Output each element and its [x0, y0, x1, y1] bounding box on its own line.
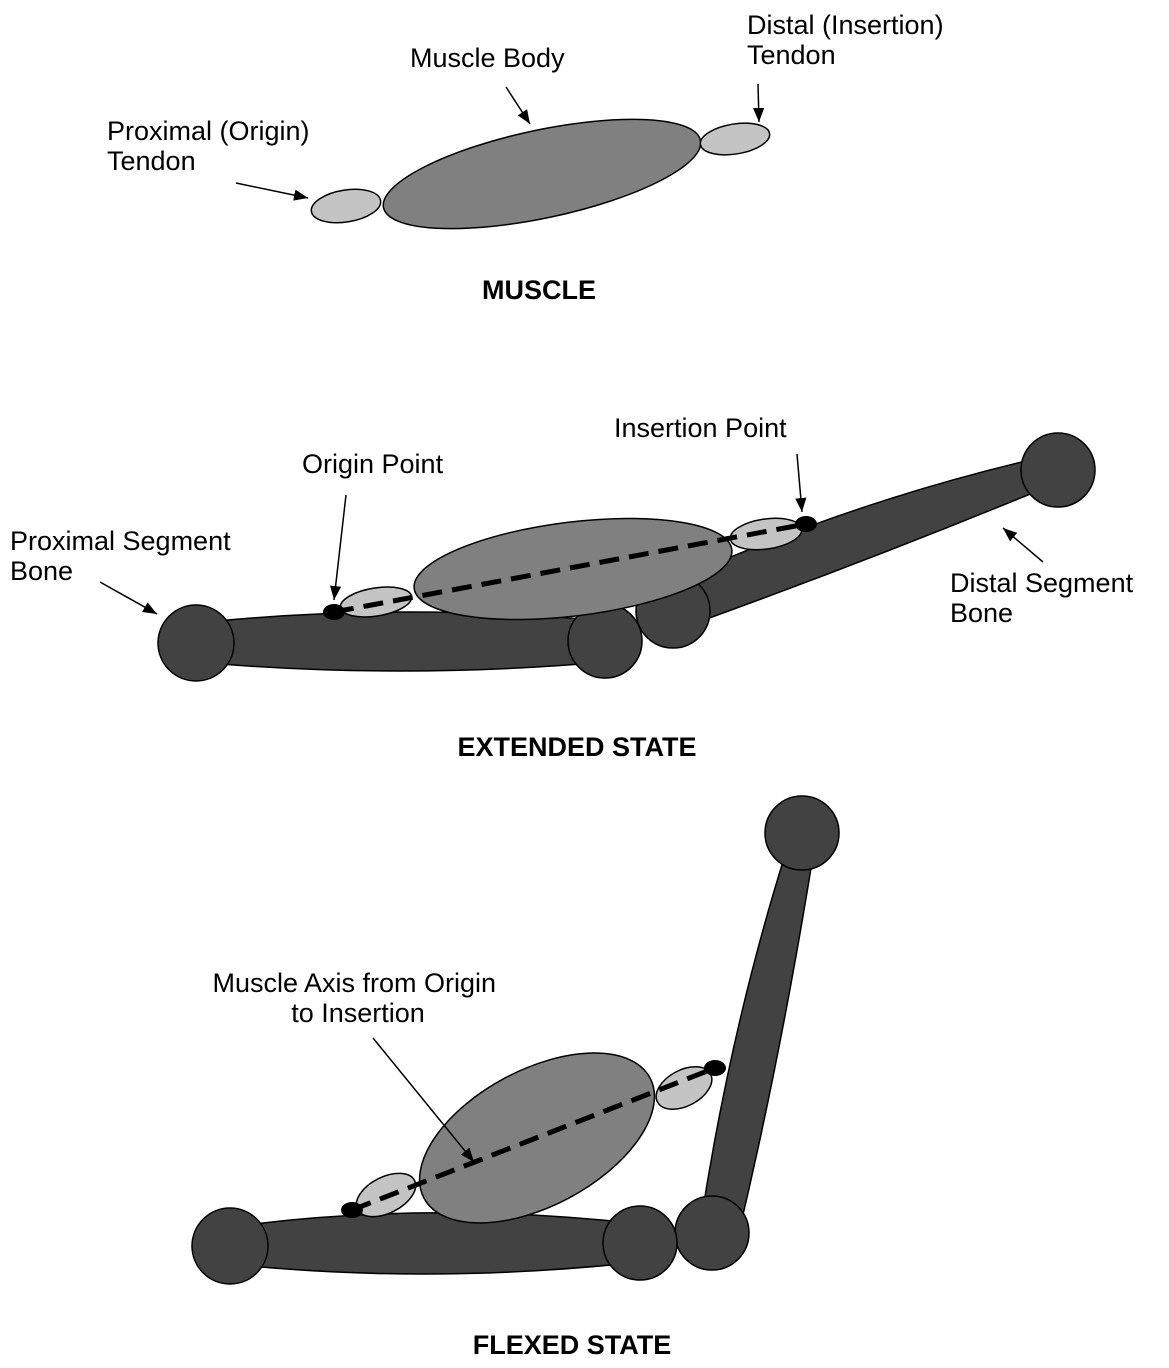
muscle-body-arrow [506, 87, 530, 124]
proximal-tendon-arrow [236, 183, 308, 198]
origin-point-label: Origin Point [302, 449, 444, 479]
insertion-point-label: Insertion Point [614, 413, 787, 443]
distal-bone-arrow [1003, 528, 1043, 562]
distal-tendon-arrow [758, 84, 759, 122]
muscle-body [374, 97, 709, 250]
muscle-axis-arrow [373, 1038, 474, 1162]
proximal-tendon [309, 185, 383, 228]
insertion-point-arrow [797, 454, 802, 512]
proximal-bone-joint-proximal [158, 605, 234, 681]
extended-origin-point [323, 604, 345, 620]
distal-tendon-label: Distal (Insertion) Tendon [747, 10, 951, 70]
flexed-proximal-bone [230, 1213, 640, 1274]
flexed-proximal-joint-left [192, 1208, 268, 1284]
flexed-distal-bone [700, 852, 812, 1236]
muscle-body-label: Muscle Body [410, 43, 565, 73]
flexed-section: Muscle Axis from Origin to Insertion FLE… [192, 796, 839, 1360]
flexed-distal-joint-top [765, 796, 839, 870]
distal-bone-joint-distal [1021, 433, 1095, 507]
muscle-axis-label: Muscle Axis from Origin to Insertion [212, 968, 503, 1028]
proximal-tendon-label: Proximal (Origin) Tendon [107, 116, 317, 176]
flexed-insertion-point [704, 1060, 726, 1076]
extended-insertion-point [795, 516, 817, 532]
flexed-distal-joint-bottom [675, 1196, 749, 1270]
flexed-title: FLEXED STATE [473, 1330, 672, 1360]
distal-tendon [698, 119, 772, 160]
muscle-section: Muscle Body Proximal (Origin) Tendon Dis… [107, 10, 951, 305]
extended-title: EXTENDED STATE [457, 732, 696, 762]
origin-point-arrow [334, 495, 346, 600]
proximal-segment-bone [196, 612, 605, 671]
distal-bone-label: Distal Segment Bone [950, 568, 1141, 628]
proximal-bone-arrow [100, 582, 157, 614]
muscle-title: MUSCLE [482, 275, 596, 305]
extended-section: Origin Point Insertion Point Proximal Se… [10, 413, 1141, 762]
flexed-origin-point [341, 1202, 363, 1218]
proximal-bone-label: Proximal Segment Bone [10, 526, 238, 586]
flexed-proximal-joint-right [603, 1206, 677, 1280]
